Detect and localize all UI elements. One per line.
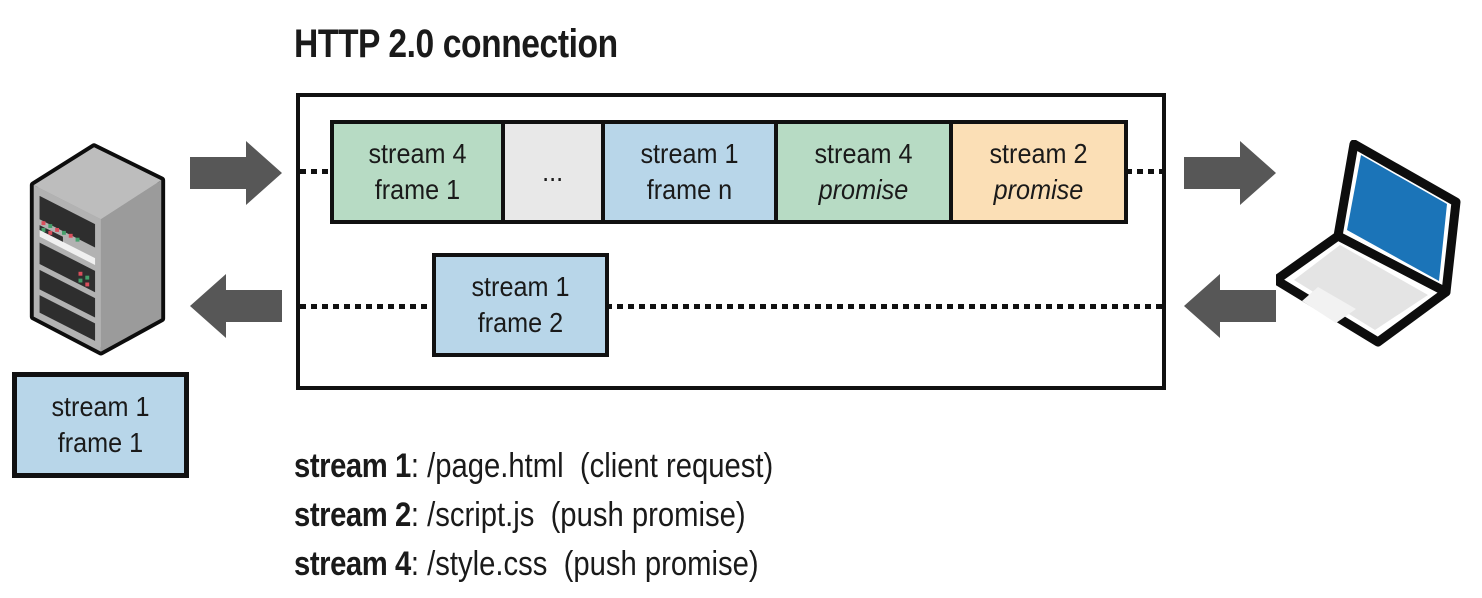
frame-label: stream 2 promise (989, 136, 1087, 208)
dotted-flow-line (300, 169, 332, 174)
frame-label-line1: ... (542, 156, 564, 187)
frame-label-line2: frame 1 (374, 174, 461, 205)
legend-line-stream1: stream 1: /page.html (client request) (294, 442, 773, 491)
frame-stream4-frame1: stream 4 frame 1 (330, 120, 505, 224)
frame-stream1-frame2: stream 1 frame 2 (432, 253, 609, 357)
frame-label: stream 4 promise (814, 136, 912, 208)
diagram-title: HTTP 2.0 connection (294, 22, 618, 66)
frame-label-line2: promise (993, 174, 1084, 205)
arrow-right-icon (1184, 141, 1276, 205)
frame-label-line2: frame n (646, 174, 733, 205)
legend-stream-label: stream 1 (294, 447, 411, 485)
legend-stream-desc: : /script.js (push promise) (410, 496, 746, 534)
server-icon (29, 143, 166, 356)
frame-label-line1: stream 1 (51, 391, 150, 422)
dotted-flow-line (1126, 169, 1163, 174)
frame-label-line1: stream 4 (368, 138, 467, 169)
frame-label: ... (542, 154, 563, 190)
frame-label-line2: promise (818, 174, 909, 205)
legend-line-stream4: stream 4: /style.css (push promise) (294, 540, 773, 589)
stream-legend: stream 1: /page.html (client request) st… (294, 442, 851, 589)
frame-stream1-frame1: stream 1 frame 1 (12, 372, 189, 478)
frame-stream2-promise: stream 2 promise (949, 120, 1128, 224)
frame-label-line1: stream 1 (640, 138, 739, 169)
arrow-right-icon (190, 141, 282, 205)
legend-line-stream2: stream 2: /script.js (push promise) (294, 491, 773, 540)
arrow-left-icon (190, 274, 282, 338)
frame-stream1-framen: stream 1 frame n (601, 120, 778, 224)
frame-sequence-outbound: stream 4 frame 1 ... stream 1 frame n st… (330, 120, 1128, 224)
frame-label: stream 4 frame 1 (368, 136, 466, 208)
legend-stream-label: stream 4 (294, 545, 411, 583)
frame-label: stream 1 frame n (640, 136, 738, 208)
frame-label-line1: stream 2 (989, 138, 1088, 169)
frame-label-line1: stream 1 (471, 271, 570, 302)
legend-stream-label: stream 2 (294, 496, 411, 534)
laptop-icon (1276, 140, 1461, 347)
frame-stream4-promise: stream 4 promise (774, 120, 953, 224)
frame-label-line1: stream 4 (814, 138, 913, 169)
dotted-flow-line (606, 304, 1163, 309)
dotted-flow-line (300, 304, 434, 309)
arrow-left-icon (1184, 274, 1276, 338)
frame-ellipsis: ... (501, 120, 605, 224)
frame-label-line2: frame 1 (57, 427, 144, 458)
legend-stream-desc: : /page.html (client request) (410, 447, 774, 485)
legend-stream-desc: : /style.css (push promise) (410, 545, 759, 583)
frame-label-line2: frame 2 (477, 307, 564, 338)
frame-label: stream 1 frame 1 (51, 389, 149, 461)
frame-label: stream 1 frame 2 (471, 269, 569, 341)
